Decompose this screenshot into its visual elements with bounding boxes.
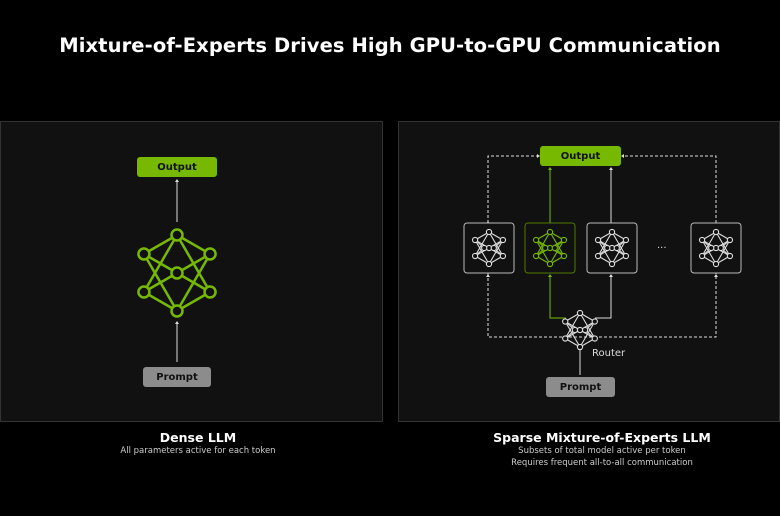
- dense-network-icon-node: [137, 247, 151, 261]
- expert-network-icon-node: [712, 260, 720, 268]
- expert-network-icon-node: [608, 228, 616, 236]
- expert-network-icon-node: [560, 252, 568, 260]
- router-network-icon-node: [591, 318, 598, 325]
- moe-caption-line-2: Requires frequent all-to-all communicati…: [511, 458, 693, 468]
- expert-network-icon-edge: [474, 239, 490, 265]
- dense-network-icon-node: [170, 266, 184, 280]
- expert-network-icon-edge: [701, 239, 717, 265]
- expert-network-icon-node: [499, 252, 507, 260]
- expert-network-icon-node: [613, 244, 620, 252]
- arrow-head-icon: [175, 179, 179, 182]
- expert-network-icon-node: [698, 236, 706, 244]
- expert-network-icon-node: [532, 252, 540, 260]
- arrow-head-icon: [486, 274, 490, 277]
- arrow-head-icon: [548, 274, 552, 277]
- expert-network-icon-node: [698, 252, 706, 260]
- expert-network-icon-node: [499, 236, 507, 244]
- router-to-expert-active-line: [549, 276, 566, 319]
- dense-caption-title: Dense LLM: [159, 430, 237, 445]
- expert-network-icon-node: [604, 244, 611, 252]
- moe-caption: Sparse Mixture-of-Experts LLM Subsets of…: [402, 430, 780, 469]
- expert-network-icon-node: [622, 236, 630, 244]
- dense-network-icon-node: [203, 247, 217, 261]
- router-network-icon-node: [571, 326, 579, 334]
- moe-caption-line-1: Subsets of total model active per token: [518, 446, 686, 456]
- dense-network-icon-node: [170, 304, 184, 318]
- ellipsis: ...: [657, 240, 667, 251]
- expert-network-icon-node: [485, 260, 493, 268]
- moe-prompt-box: Prompt: [546, 377, 615, 397]
- router-network-icon-node: [562, 335, 569, 342]
- dense-output-box: Output: [137, 157, 217, 177]
- expert-network-icon-node: [485, 228, 493, 236]
- expert-network-icon-edge: [715, 239, 731, 265]
- arrow-head-icon: [537, 154, 540, 158]
- expert-network-icon-edge: [611, 239, 627, 265]
- expert-network-icon-node: [594, 252, 602, 260]
- dense-network-icon-node: [170, 228, 184, 242]
- expert-network-icon-node: [490, 244, 497, 252]
- expert-network-icon-edge: [549, 239, 565, 265]
- router-network-icon-node: [562, 318, 569, 325]
- dense-prompt-box: Prompt: [143, 367, 211, 387]
- arrow-head-icon: [609, 274, 613, 277]
- router-network-icon-edge: [564, 321, 581, 348]
- dense-network-icon-node: [137, 285, 151, 299]
- arrow-head-icon: [175, 321, 179, 324]
- expert-network-icon-edge: [535, 239, 551, 265]
- dense-caption-line: All parameters active for each token: [120, 446, 276, 456]
- router-network-icon-node: [576, 326, 584, 334]
- expert-network-icon-node: [546, 260, 554, 268]
- arrow-head-icon: [714, 274, 718, 277]
- router-network-icon-node: [581, 326, 589, 334]
- expert-network-icon-node: [708, 244, 715, 252]
- expert-network-icon-node: [608, 260, 616, 268]
- router-network-icon-node: [576, 309, 584, 317]
- dense-network-icon-edge: [175, 253, 212, 312]
- expert-network-icon-node: [551, 244, 558, 252]
- expert-network-icon-node: [717, 244, 724, 252]
- dashed-comm-line: [487, 155, 537, 223]
- router-network-icon-edge: [579, 321, 596, 348]
- expert-network-icon-node: [726, 236, 734, 244]
- expert-network-icon-node: [594, 236, 602, 244]
- arrow-head-icon: [609, 167, 613, 170]
- expert-network-icon-edge: [488, 239, 504, 265]
- page-title: Mixture-of-Experts Drives High GPU-to-GP…: [59, 34, 721, 57]
- expert-network-icon-edge: [597, 239, 613, 265]
- dense-caption: Dense LLM All parameters active for each…: [0, 430, 396, 457]
- router-label: Router: [592, 348, 626, 359]
- dense-network-icon-node: [203, 285, 217, 299]
- expert-network-icon-node: [471, 236, 479, 244]
- expert-network-icon-node: [622, 252, 630, 260]
- expert-network-icon-node: [726, 252, 734, 260]
- expert-network-icon-node: [542, 244, 549, 252]
- arrow-head-icon: [548, 167, 552, 170]
- router-to-expert-line: [595, 276, 612, 319]
- expert-network-icon-node: [712, 228, 720, 236]
- arrow-head-icon: [621, 154, 624, 158]
- expert-network-icon-node: [471, 252, 479, 260]
- router-network-icon-node: [576, 343, 584, 351]
- dashed-comm-line: [487, 273, 717, 338]
- expert-network-icon-node: [481, 244, 488, 252]
- moe-caption-title: Sparse Mixture-of-Experts LLM: [493, 430, 711, 445]
- dense-network-icon-edge: [142, 253, 179, 312]
- expert-network-icon-node: [560, 236, 568, 244]
- dashed-comm-line: [624, 155, 717, 223]
- router-network-icon-node: [591, 335, 598, 342]
- moe-output-box: Output: [540, 146, 621, 166]
- expert-network-icon-node: [532, 236, 540, 244]
- expert-network-icon-node: [546, 228, 554, 236]
